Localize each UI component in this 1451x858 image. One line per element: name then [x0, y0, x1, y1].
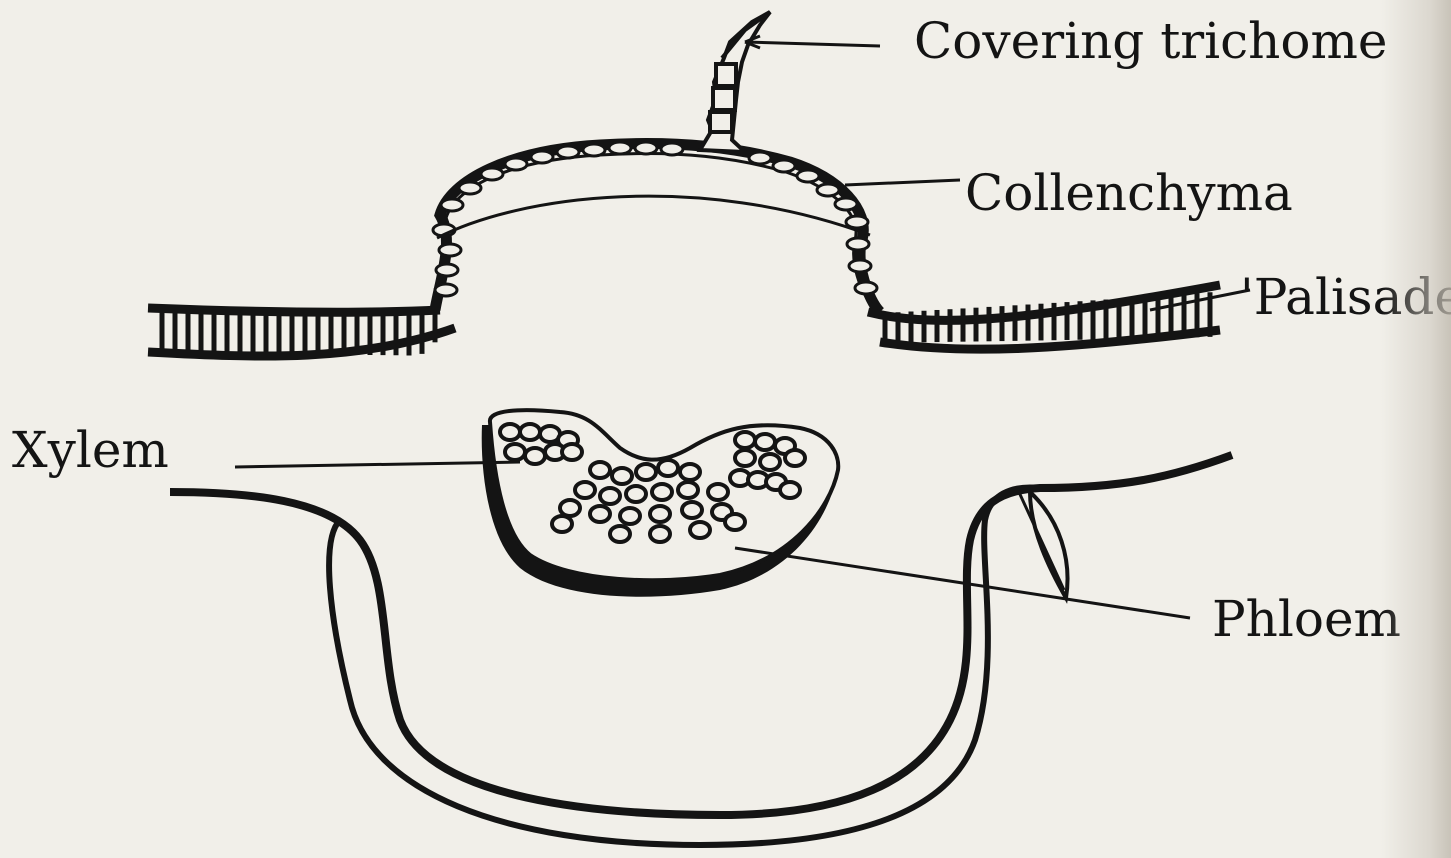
collenchyma-cell — [531, 151, 553, 163]
collenchyma-cell — [773, 160, 795, 172]
xylem-vessel — [590, 506, 610, 522]
xylem-vessel — [600, 488, 620, 504]
phloem-leader — [735, 548, 1190, 618]
collenchyma-cell — [441, 199, 463, 211]
xylem-vessel — [636, 464, 656, 480]
collenchyma-cell — [817, 184, 839, 196]
xylem-vessel — [500, 424, 520, 440]
xylem-leader — [235, 462, 520, 467]
label-phloem: Phloem — [1212, 594, 1401, 644]
xylem-vessel — [590, 462, 610, 478]
xylem-vessel — [690, 522, 710, 538]
xylem-vessel — [680, 464, 700, 480]
xylem-vessel — [652, 484, 672, 500]
xylem-vessel — [650, 506, 670, 522]
xylem-vessel — [735, 450, 755, 466]
xylem-vessel — [575, 482, 595, 498]
xylem-vessel — [520, 424, 540, 440]
collenchyma-cell — [481, 168, 503, 180]
collenchyma-cell — [505, 158, 527, 170]
collenchyma-cell — [635, 142, 657, 154]
collenchyma-cell — [661, 143, 683, 155]
xylem-vessel — [525, 448, 545, 464]
xylem-vessel — [505, 444, 525, 460]
upper-epidermis-arch — [435, 144, 880, 312]
xylem-vessel — [760, 454, 780, 470]
collenchyma-cell — [557, 146, 579, 158]
collenchyma-cell — [609, 142, 631, 154]
xylem-vessel — [725, 514, 745, 530]
collenchyma-cell — [749, 152, 771, 164]
collenchyma-cell — [436, 264, 458, 276]
collenchyma-cell — [855, 282, 877, 294]
collenchyma-leader — [845, 180, 960, 185]
xylem-vessel — [678, 482, 698, 498]
collenchyma-cell — [835, 198, 857, 210]
collenchyma-cell — [459, 182, 481, 194]
xylem-vessel — [612, 468, 632, 484]
xylem-vessel — [682, 502, 702, 518]
xylem-vessel — [708, 484, 728, 500]
xylem-vessel — [755, 434, 775, 450]
label-xylem: Xylem — [12, 425, 169, 475]
xylem-vessel — [785, 450, 805, 466]
collenchyma-cell — [797, 170, 819, 182]
collenchyma-cell — [439, 244, 461, 256]
label-palisade: 'Palisade — [1240, 272, 1451, 322]
label-collenchyma: Collenchyma — [965, 168, 1293, 218]
collenchyma-cell — [435, 284, 457, 296]
palisade-right — [868, 285, 1220, 349]
covering-trichome — [700, 12, 770, 152]
xylem-vessel — [552, 516, 572, 532]
xylem-vessel — [650, 526, 670, 542]
xylem-vessel — [620, 508, 640, 524]
xylem-vessel — [780, 482, 800, 498]
xylem-vessel — [560, 500, 580, 516]
trichome-leader — [745, 42, 880, 46]
inner-arc — [437, 196, 870, 238]
collenchyma-cell — [849, 260, 871, 272]
label-covering-trichome: Covering trichome — [914, 16, 1388, 66]
collenchyma-cell — [583, 144, 605, 156]
xylem-vessel — [626, 486, 646, 502]
xylem-vessel — [610, 526, 630, 542]
xylem-vessel — [658, 460, 678, 476]
xylem-vessel — [735, 432, 755, 448]
collenchyma-cell — [847, 238, 869, 250]
xylem-vessel — [562, 444, 582, 460]
